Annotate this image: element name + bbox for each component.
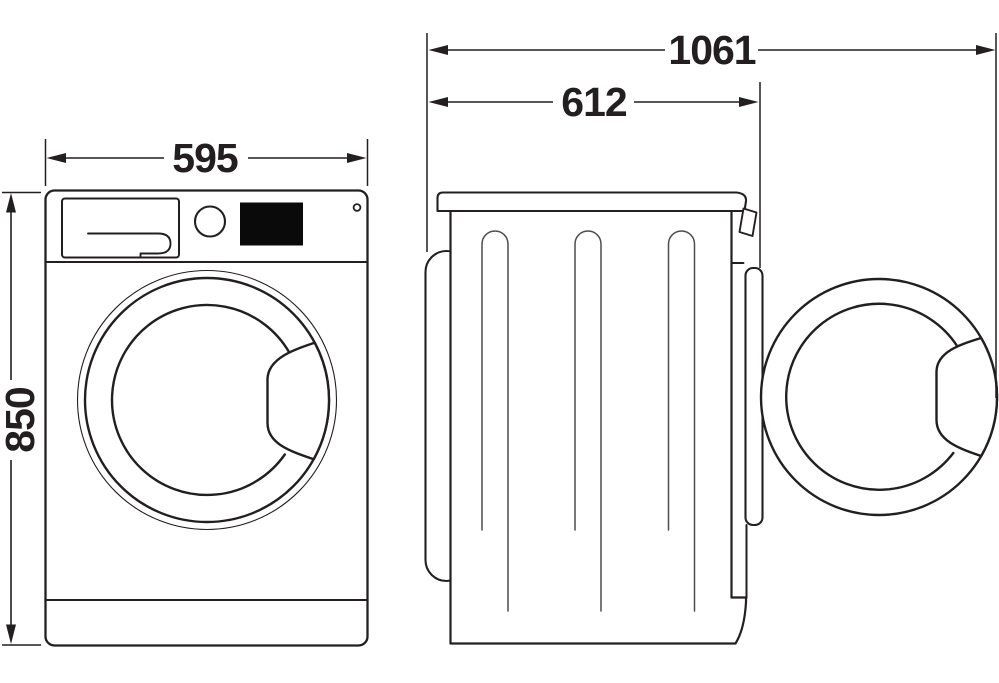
door-outer-ring [76, 269, 338, 531]
dimensions-layer: 1061 612 595 850 [0, 27, 997, 646]
dimension-front-width: 595 [44, 135, 369, 186]
door-handle [266, 341, 331, 461]
dimension-depth-total: 1061 [426, 27, 997, 398]
detergent-drawer [61, 197, 180, 259]
drawer-handle [87, 232, 172, 259]
cabinet-body-side [449, 208, 748, 645]
arrowhead-right [347, 153, 367, 163]
open-door-inner-rim [785, 302, 959, 491]
open-door-handle [935, 336, 999, 458]
depth-body-label: 612 [561, 79, 627, 125]
dimension-front-height: 850 [0, 191, 43, 646]
depth-total-label: 1061 [668, 27, 755, 73]
arrowhead-right [976, 45, 996, 55]
side-panel-groove [574, 230, 602, 612]
arrowhead-left [428, 97, 448, 107]
machine-body-front [44, 189, 369, 647]
arrowhead-top [6, 193, 16, 213]
display-screen [240, 202, 303, 246]
knob-side-profile [738, 207, 758, 237]
arrowhead-left [428, 45, 448, 55]
side-panel-groove [667, 230, 696, 612]
front-view [44, 189, 369, 647]
front-height-label: 850 [0, 387, 43, 453]
side-view [424, 191, 999, 645]
arrowhead-bottom [6, 624, 16, 644]
front-width-label: 595 [172, 135, 238, 181]
door-window [110, 303, 291, 497]
power-indicator-light [352, 203, 362, 212]
top-lid [436, 191, 748, 213]
side-panel-groove [481, 230, 509, 612]
dimension-depth-body: 612 [428, 79, 761, 268]
program-knob [193, 205, 227, 238]
arrowhead-right [739, 97, 759, 107]
arrowhead-left [46, 153, 66, 163]
